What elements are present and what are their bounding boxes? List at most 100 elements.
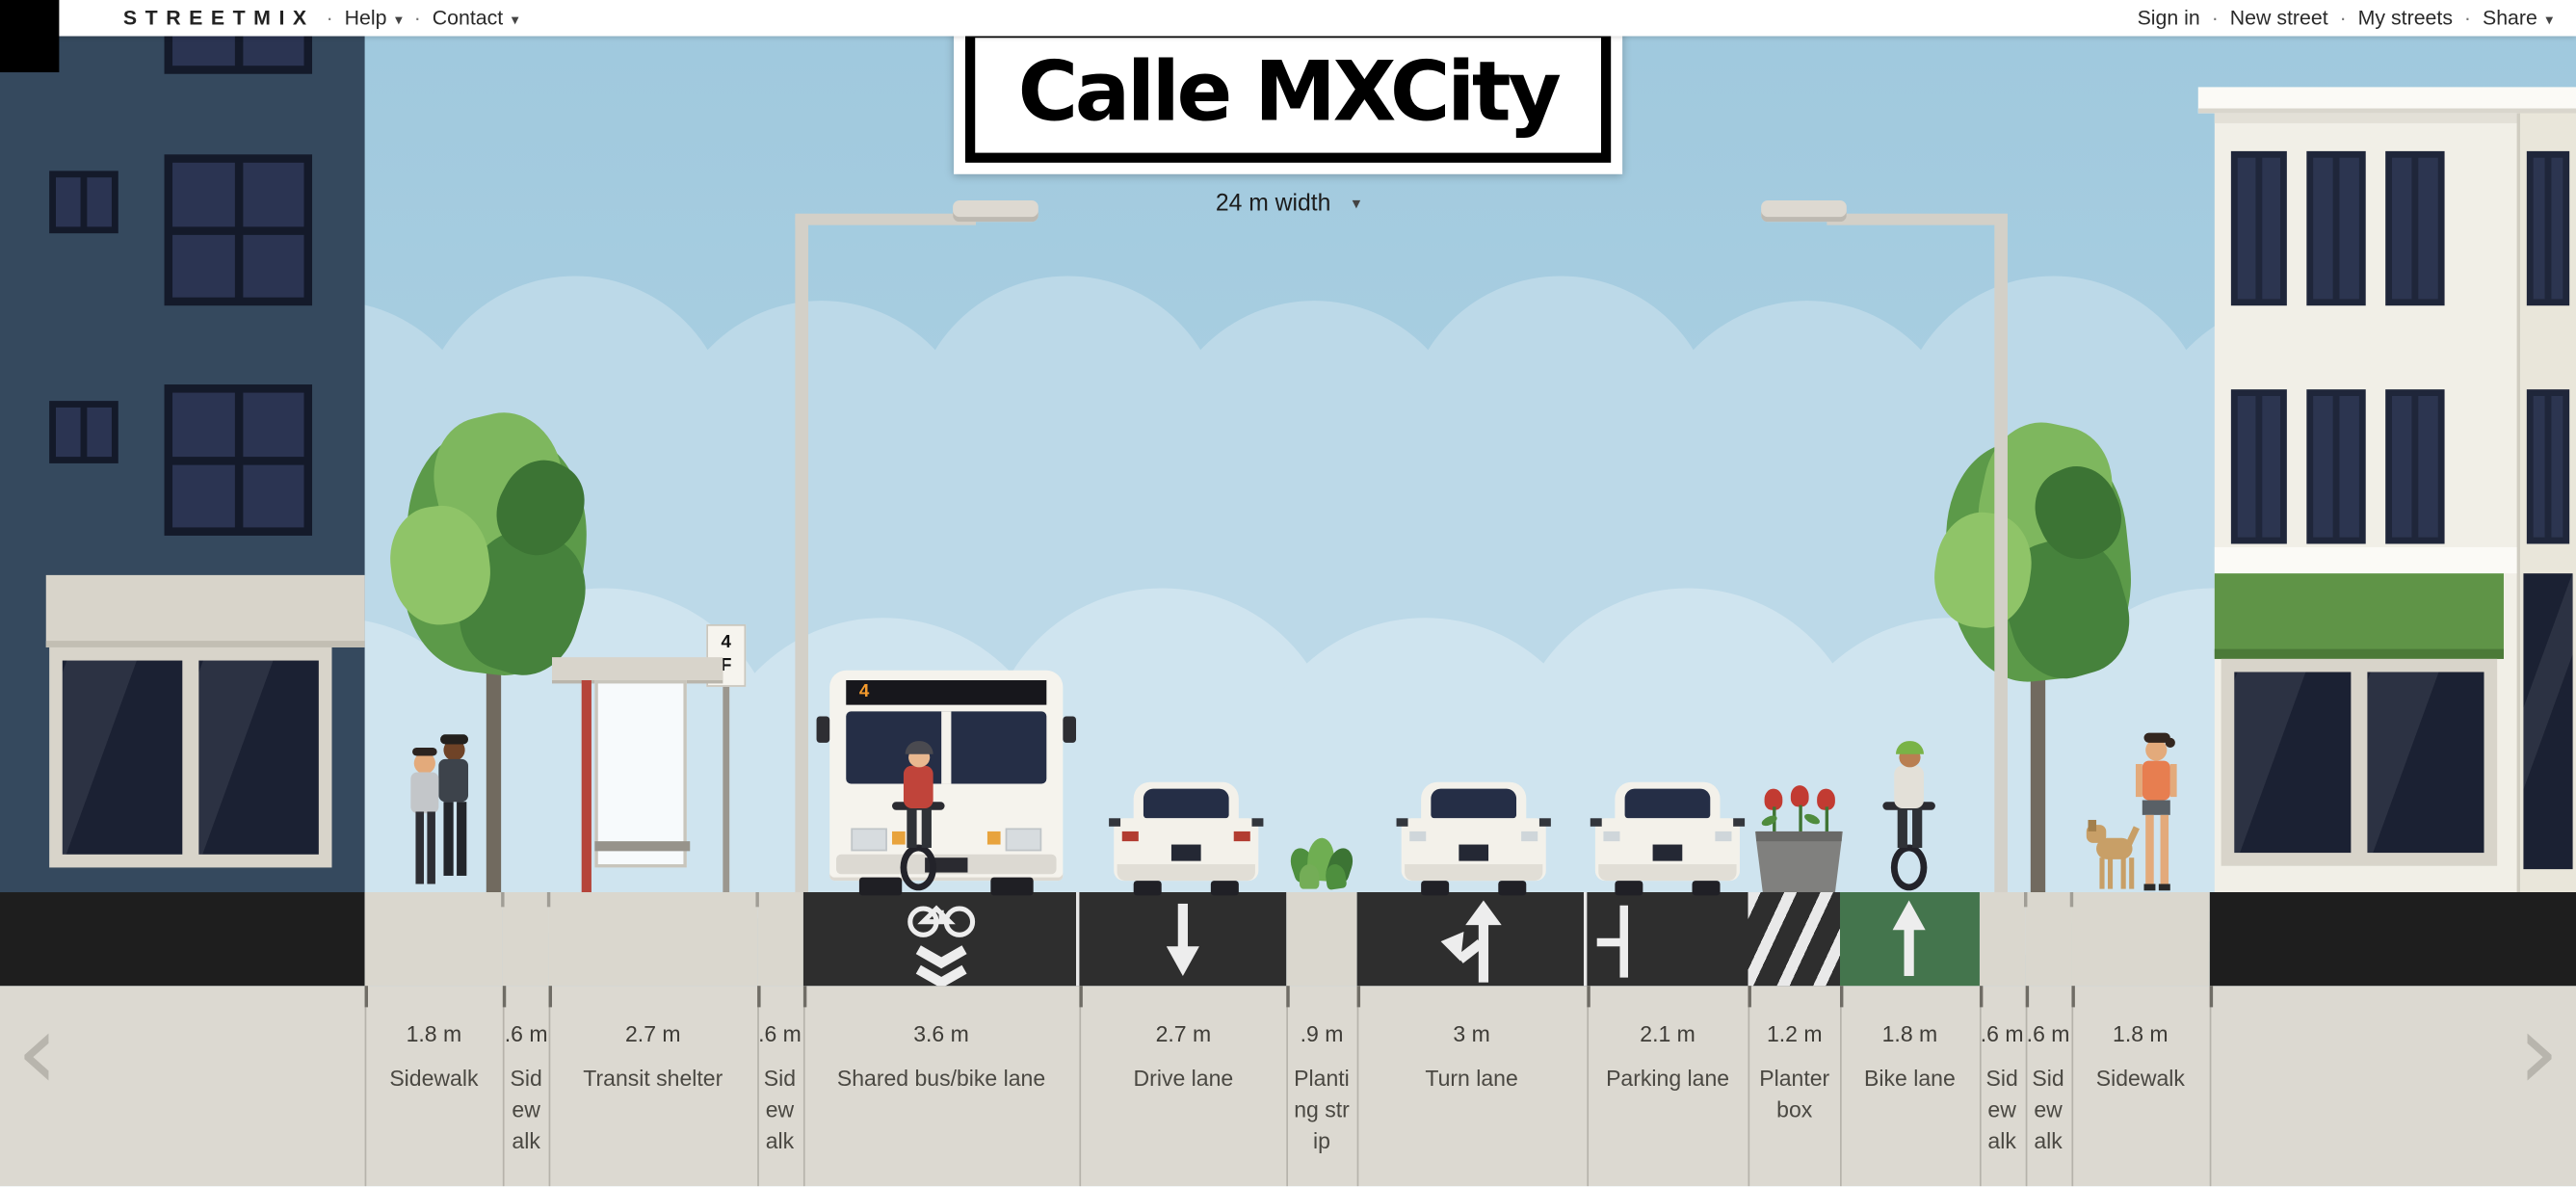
cornice [2197, 87, 2576, 114]
bus-headlight [851, 828, 887, 852]
segment-name-label: Planting strip [1294, 1066, 1350, 1154]
ruler-tick [802, 986, 806, 1008]
ruler-line [1840, 986, 1843, 1187]
trim-band [2214, 113, 2576, 123]
menu-item-help[interactable]: Help▾ [344, 6, 403, 30]
segment-name-label: Sidewalk [2095, 1066, 2185, 1092]
segment-width-label: .6 m [758, 1021, 802, 1047]
segment-surface-4[interactable] [802, 892, 1080, 989]
scroll-right-icon[interactable]: › [2517, 992, 2560, 1115]
segment-surface-0[interactable] [364, 892, 504, 987]
street-name[interactable]: Calle MXCity [964, 27, 1612, 163]
drive-lane-car[interactable] [1109, 781, 1264, 896]
dot-separator: · [326, 6, 333, 30]
transit-shelter[interactable]: 4F [552, 624, 762, 893]
ruler-tick [1079, 986, 1084, 1008]
left-building[interactable] [0, 0, 365, 893]
segment-surface-13[interactable] [2071, 892, 2210, 987]
parking-lane-car[interactable] [1590, 781, 1746, 896]
planter-box[interactable] [1751, 785, 1847, 893]
segment-surface-1[interactable] [503, 892, 550, 987]
segment-width-label: 2.7 m [1155, 1021, 1212, 1047]
bus-mirror [816, 716, 830, 743]
bike-lane-cyclist[interactable] [1873, 741, 1945, 897]
menu-item-sign-in[interactable]: Sign in [2137, 6, 2200, 30]
segment-surface-12[interactable] [2025, 892, 2071, 987]
segment-name-label: Drive lane [1133, 1066, 1234, 1092]
ruler-tick [549, 986, 553, 1008]
segment-label-3[interactable]: .6 m Sidewalk [758, 1021, 802, 1157]
bus-destination-sign: 4 [846, 680, 1047, 705]
segment-surface-3[interactable] [756, 892, 803, 987]
right-building[interactable] [2197, 87, 2576, 893]
segment-name-label: Parking lane [1606, 1066, 1730, 1092]
ruler-line [1979, 986, 1981, 1187]
segment-width-label: 1.8 m [1881, 1021, 1938, 1047]
segment-surface-2[interactable] [549, 892, 757, 987]
ruler-tick [2025, 986, 2029, 1008]
segment-surface-5[interactable] [1079, 892, 1288, 987]
scroll-left-icon[interactable]: ‹ [16, 992, 59, 1115]
ruler-line [2071, 986, 2073, 1187]
ruler-line [756, 986, 759, 1187]
menu-item-contact[interactable]: Contact▾ [432, 6, 519, 30]
ruler-line [1748, 986, 1750, 1187]
segment-width-label: 1.2 m [1766, 1021, 1823, 1047]
segment-name-label: Shared bus/bike lane [836, 1066, 1046, 1092]
ruler-tick [1979, 986, 1983, 1008]
segment-name-label: Sidewalk [763, 1066, 797, 1154]
menu-left: STREETMIX ·Help▾·Contact▾ [123, 7, 519, 30]
window [2230, 389, 2287, 544]
window [2230, 150, 2287, 306]
turn-lane-car[interactable] [1396, 781, 1551, 896]
segment-name-label: Sidewalk [389, 1066, 479, 1092]
window [49, 401, 118, 463]
window [2526, 150, 2570, 306]
ruler-line [549, 986, 551, 1187]
right-tree [1928, 411, 2149, 893]
segment-surface-9[interactable] [1748, 892, 1841, 987]
window [2306, 150, 2366, 306]
bus-mirror [1063, 716, 1077, 743]
menu-item-share[interactable]: Share▾ [2482, 6, 2554, 30]
segment-surface-8[interactable] [1587, 892, 1748, 987]
segment-surface-7[interactable] [1355, 892, 1588, 987]
ruler-tick [1587, 986, 1590, 1008]
ruler-tick [503, 986, 507, 1008]
ruler-tick [1748, 986, 1752, 1008]
bus-stop-sign-text: 4F [721, 632, 732, 675]
left-tree [383, 401, 608, 893]
headlight [1603, 831, 1620, 842]
storefront-windows [49, 646, 332, 868]
menu-item-my-streets[interactable]: My streets [2357, 6, 2453, 30]
window [2526, 389, 2570, 544]
tail-light [1121, 831, 1139, 842]
segment-surface-10[interactable] [1840, 892, 1980, 987]
street-width-dropdown[interactable]: 24 m width ▾ [1216, 191, 1360, 217]
segment-surface-11[interactable] [1979, 892, 2026, 987]
bus[interactable]: 4 [816, 667, 1077, 896]
street-name-sign[interactable]: Calle MXCity [954, 16, 1622, 174]
streetmix-logo[interactable]: STREETMIX [122, 6, 315, 30]
window [2306, 389, 2366, 544]
segment-surface-6[interactable] [1287, 892, 1356, 987]
shelter-post [581, 680, 591, 893]
window [164, 154, 313, 306]
right-lamp-post [1761, 200, 2008, 893]
menu-item-new-street[interactable]: New street [2229, 6, 2328, 30]
segment-label-5[interactable]: 2.7 m Drive lane [1081, 1022, 1285, 1095]
ruler-tick [1287, 986, 1291, 1008]
